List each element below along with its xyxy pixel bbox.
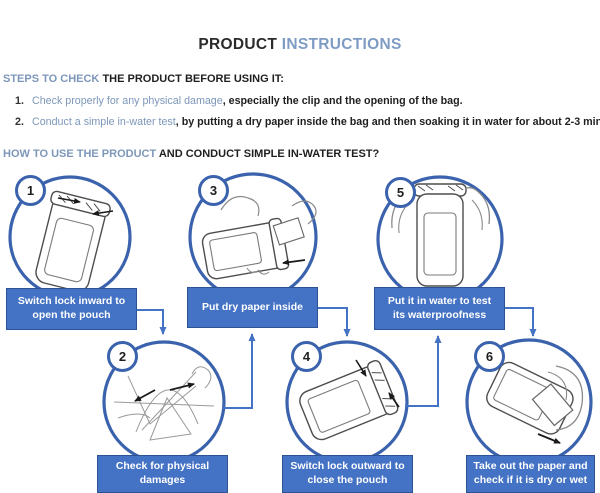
step6-label-box: Take out the paper and check if it is dr… [466,455,595,493]
step4-pouch-close-illustration-icon [299,359,400,441]
check-list-item-2-blue-text: Conduct a simple in-water test [32,116,176,128]
step2-number-badge: 2 [107,341,138,372]
step3-insert-paper-illustration-icon [201,195,317,280]
step4-label-box: Switch lock outward to close the pouch [282,455,413,493]
page-title: PRODUCT INSTRUCTIONS [0,36,600,54]
connector-step4-to-step5 [405,335,442,407]
connector-step2-to-step3 [222,333,256,409]
how-to-use-heading: HOW TO USE THE PRODUCT AND CONDUCT SIMPL… [3,148,379,160]
steps-to-check-heading: STEPS TO CHECK THE PRODUCT BEFORE USING … [3,73,284,85]
step3-label-box: Put dry paper inside [187,287,318,328]
check-list-item-1-number: 1. [15,95,24,107]
steps-to-check-heading-dark: THE PRODUCT BEFORE USING IT: [102,73,284,85]
check-list-item-2-number: 2. [15,116,24,128]
step1-number-badge: 1 [15,175,46,206]
step5-number-badge: 5 [385,177,416,208]
step2-label-box: Check for physical damages [97,455,228,493]
steps-to-check-heading-blue: STEPS TO CHECK [3,73,103,85]
page-title-product: PRODUCT [198,36,282,53]
step1-pouch-open-illustration-icon [35,190,114,292]
step2-inspect-sketch-illustration-icon [113,366,215,441]
page-title-instructions: INSTRUCTIONS [281,36,402,53]
check-list-item-1-blue-text: Check properly for any physical damage [32,95,223,107]
check-list-item-1: 1. Check properly for any physical damage… [15,95,463,107]
check-list-item-2-dark-text: , by putting a dry paper inside the bag … [175,116,600,128]
how-to-use-heading-dark: AND CONDUCT SIMPLE IN-WATER TEST? [158,148,380,160]
check-list-item-2: 2. Conduct a simple in-water test, by put… [15,116,600,128]
step1-label-box: Switch lock inward to open the pouch [6,288,137,330]
check-list-item-1-dark-text: , especially the clip and the opening of… [222,95,463,107]
connector-step3-to-step4 [318,307,351,337]
connector-step5-to-step6 [505,307,537,337]
how-to-use-heading-blue: HOW TO USE THE PRODUCT [3,148,159,160]
step3-number-badge: 3 [198,175,229,206]
connector-step1-to-step2 [137,309,167,335]
step6-number-badge: 6 [474,341,505,372]
step4-number-badge: 4 [291,341,322,372]
step6-remove-paper-illustration-icon [486,361,584,444]
step5-label-box: Put it in water to test its waterproofne… [374,287,505,330]
